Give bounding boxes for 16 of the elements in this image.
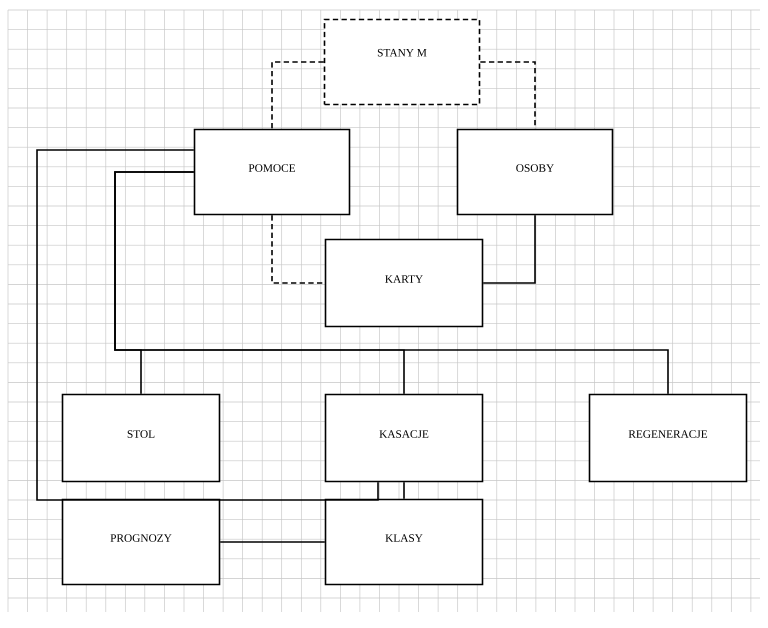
connector-line [114,171,669,394]
dashed-box: STANY M [324,18,480,106]
entity-box: STOL [62,394,220,482]
entity-box: POMOCE [194,128,350,216]
entity-box: KLASY [324,498,484,586]
entity-box: KASACJE [324,394,484,482]
connector-line [220,541,325,543]
connector-line [271,61,324,129]
entity-box: PROGNOZY [62,498,220,586]
entity-box: OSOBY [456,128,614,216]
connector-line [271,215,325,284]
connector-line [483,215,536,284]
connector-line [36,149,379,501]
entity-box: KARTY [324,238,484,328]
connector-line [403,482,405,499]
entity-box: REGENERACJE [588,394,748,482]
